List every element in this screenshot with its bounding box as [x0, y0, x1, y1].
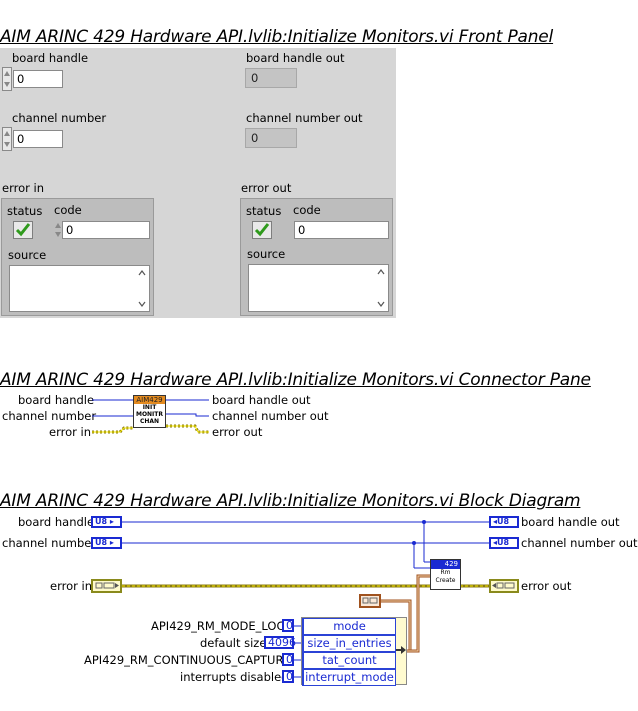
- error-out-label: error out: [241, 181, 292, 195]
- cp-icon-line-2: MONITR: [135, 411, 164, 418]
- bd-error-in-label: error in: [50, 579, 92, 593]
- bd-channel-number-out-label: channel number out: [521, 536, 638, 550]
- subvi-line-2: Create: [435, 577, 456, 584]
- rm-create-subvi[interactable]: 429 Rm Create: [430, 559, 461, 590]
- bd-channel-number-terminal[interactable]: U8 ▸: [91, 537, 122, 549]
- error-in-source-label: source: [8, 248, 47, 262]
- error-out-source-indicator: [248, 264, 389, 312]
- error-in-source-textbox[interactable]: [9, 265, 150, 312]
- bundle-output-strip: [395, 617, 407, 685]
- const-mode-label: API429_RM_MODE_LOC: [151, 619, 285, 633]
- cp-error-out-label: error out: [212, 425, 263, 439]
- checkmark-icon: [15, 223, 31, 237]
- field-mode[interactable]: mode: [302, 618, 396, 635]
- channel-number-label: channel number: [12, 111, 107, 125]
- error-out-status-led: [252, 221, 272, 239]
- const-interrupt-mode-label: interrupts disabled: [180, 670, 289, 684]
- error-in-source-scrollbar[interactable]: [136, 266, 148, 311]
- cp-board-handle-label: board handle: [18, 393, 95, 407]
- field-interrupt-mode[interactable]: interrupt_mode: [302, 669, 396, 686]
- connector-pane-icon: AIM429 INIT MONITR CHAN: [133, 395, 166, 428]
- front-panel: board handle 0 channel number 0 board ha…: [0, 48, 396, 318]
- const-interrupt-mode-value[interactable]: 0: [282, 670, 294, 683]
- cp-icon-header: AIM429: [134, 396, 165, 404]
- error-in-status-label: status: [7, 204, 43, 218]
- board-handle-label: board handle: [12, 51, 89, 65]
- error-in-status-checkbox[interactable]: [13, 221, 33, 239]
- error-in-code-label: code: [54, 203, 82, 217]
- subvi-line-1: Rm: [440, 569, 451, 576]
- cp-board-handle-out-label: board handle out: [212, 393, 311, 407]
- bundle-arrow-icon: [396, 646, 406, 654]
- checkmark-icon: [254, 223, 270, 237]
- bd-channel-number-label: channel number: [2, 536, 97, 550]
- cp-channel-number-out-label: channel number out: [212, 409, 329, 423]
- const-mode-value[interactable]: 0: [282, 619, 294, 632]
- error-out-cluster: status code 0 source: [240, 198, 393, 316]
- cp-error-in-label: error in: [49, 425, 91, 439]
- error-out-code-label: code: [293, 203, 321, 217]
- bd-error-in-terminal[interactable]: [91, 579, 122, 593]
- bd-error-out-label: error out: [521, 579, 572, 593]
- u8-type-label: U8: [95, 517, 108, 526]
- error-out-source-label: source: [247, 247, 286, 261]
- error-in-label: error in: [2, 181, 44, 195]
- bd-board-handle-label: board handle: [18, 515, 95, 529]
- cluster-icon: [95, 582, 119, 589]
- connector-pane-wires: [92, 399, 209, 434]
- cp-icon-line-1: INIT: [142, 404, 157, 411]
- field-tat-count[interactable]: tat_count: [302, 652, 396, 669]
- channel-number-out-label: channel number out: [246, 111, 363, 125]
- board-handle-increment-decrement[interactable]: [2, 67, 12, 91]
- bd-error-out-terminal[interactable]: [489, 579, 519, 593]
- front-panel-title: AIM ARINC 429 Hardware API.lvlib:Initial…: [0, 27, 554, 47]
- u8-type-label: U8: [497, 517, 510, 526]
- error-in-code-input[interactable]: 0: [62, 221, 150, 239]
- channel-number-out-indicator: 0: [245, 128, 297, 148]
- bd-board-handle-out-terminal[interactable]: ◂U8: [489, 516, 519, 528]
- const-tat-count-value[interactable]: 0: [282, 653, 294, 666]
- field-size-in-entries[interactable]: size_in_entries: [302, 635, 396, 652]
- const-size-label: default size: [200, 636, 267, 650]
- board-handle-out-indicator: 0: [245, 68, 297, 88]
- u8-type-label: U8: [497, 538, 510, 547]
- bd-channel-number-out-terminal[interactable]: ◂U8: [489, 537, 519, 549]
- subvi-header: 429: [431, 560, 460, 569]
- cluster-icon: [362, 597, 378, 604]
- board-handle-input[interactable]: 0: [13, 70, 63, 88]
- channel-number-input[interactable]: 0: [13, 130, 63, 148]
- error-out-status-label: status: [246, 204, 282, 218]
- connector-pane-title: AIM ARINC 429 Hardware API.lvlib:Initial…: [0, 370, 591, 390]
- board-handle-out-label: board handle out: [246, 51, 345, 65]
- error-out-code-indicator: 0: [294, 221, 389, 239]
- cp-icon-line-3: CHAN: [139, 418, 160, 425]
- bd-board-handle-out-label: board handle out: [521, 515, 620, 529]
- u8-type-label: U8: [95, 538, 108, 547]
- error-out-source-scrollbar[interactable]: [375, 265, 387, 311]
- error-in-code-increment-decrement[interactable]: [54, 220, 62, 240]
- error-in-cluster: status code 0 source: [1, 198, 154, 316]
- const-size-value[interactable]: 4096: [264, 636, 296, 649]
- const-tat-count-label: API429_RM_CONTINUOUS_CAPTURE: [84, 653, 291, 667]
- cp-channel-number-label: channel number: [2, 409, 97, 423]
- cluster-icon: [492, 582, 515, 589]
- block-diagram-title: AIM ARINC 429 Hardware API.lvlib:Initial…: [0, 491, 581, 511]
- cluster-constant[interactable]: [359, 594, 381, 608]
- channel-number-increment-decrement[interactable]: [2, 127, 12, 151]
- bd-board-handle-terminal[interactable]: U8 ▸: [91, 516, 122, 528]
